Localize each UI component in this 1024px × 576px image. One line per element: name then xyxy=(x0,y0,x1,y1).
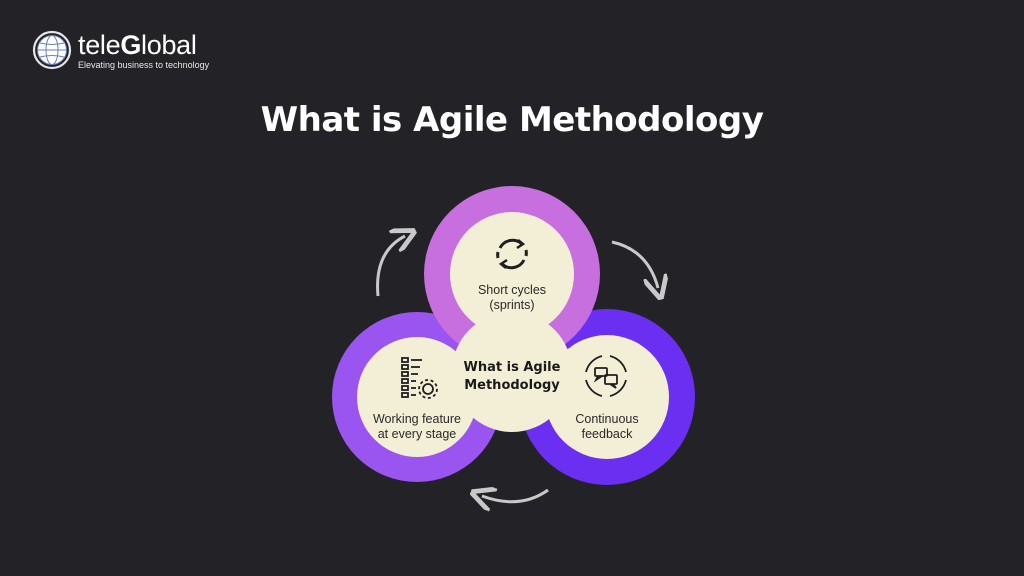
brand-name: teleGlobal xyxy=(78,29,197,60)
disc-center xyxy=(452,312,572,432)
arrow-bottom xyxy=(482,490,549,502)
arrow-top-left xyxy=(376,236,405,297)
disc-sprints xyxy=(450,212,574,336)
chat-feedback-icon xyxy=(585,355,627,397)
center-label: What is Agile Methodology xyxy=(452,359,572,395)
center-label-line1: What is Agile xyxy=(463,360,561,375)
node-label-feedback-line2: feedback xyxy=(581,427,633,441)
arrow-top-right xyxy=(611,240,658,288)
node-label-feature-line1: Working feature xyxy=(372,412,461,426)
node-label-feature-line2: at every stage xyxy=(377,427,457,441)
disc-feedback xyxy=(545,335,669,459)
node-label-feedback: Continuous feedback xyxy=(547,412,667,442)
node-label-sprints-line2: (sprints) xyxy=(489,298,535,312)
refresh-cycle-icon xyxy=(496,238,528,270)
brand-tagline: Elevating business to technology xyxy=(78,59,210,70)
center-label-line2: Methodology xyxy=(464,378,560,393)
checklist-gear-icon xyxy=(401,357,438,399)
disc-feature xyxy=(357,337,477,457)
node-label-feedback-line1: Continuous xyxy=(575,412,639,426)
logo: teleGlobal Elevating business to technol… xyxy=(32,30,209,70)
page-title: What is Agile Methodology xyxy=(260,100,764,140)
node-label-sprints-line1: Short cycles xyxy=(477,283,547,297)
globe-logo-icon xyxy=(32,30,72,70)
node-label-sprints: Short cycles (sprints) xyxy=(452,283,572,313)
node-label-feature: Working feature at every stage xyxy=(357,412,477,442)
